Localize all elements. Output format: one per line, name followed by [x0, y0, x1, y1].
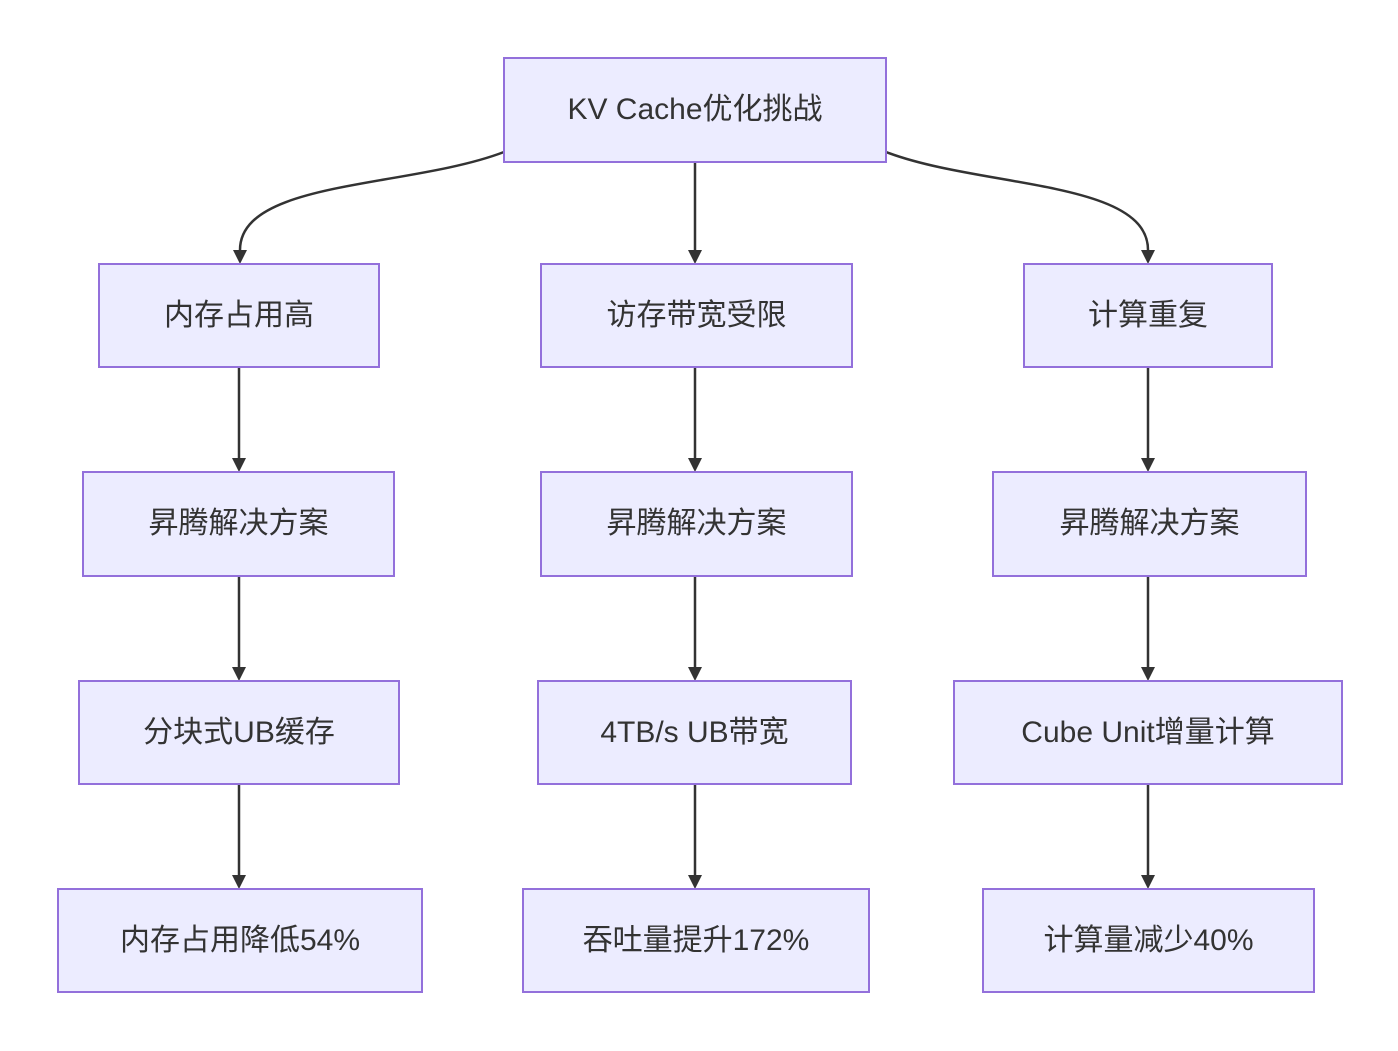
node-tech-memory: 分块式UB缓存 [78, 680, 400, 785]
node-tech-compute-label: Cube Unit增量计算 [1021, 715, 1275, 749]
node-solution-bandwidth: 昇腾解决方案 [540, 471, 853, 577]
node-challenge-memory: 内存占用高 [98, 263, 380, 368]
node-tech-memory-label: 分块式UB缓存 [143, 715, 335, 749]
node-tech-compute: Cube Unit增量计算 [953, 680, 1343, 785]
edge-root-to-challenge-compute [885, 150, 1155, 264]
node-result-compute-label: 计算量减少40% [1043, 923, 1254, 957]
node-tech-bandwidth-label: 4TB/s UB带宽 [600, 715, 789, 749]
node-challenge-memory-label: 内存占用高 [164, 298, 314, 332]
node-challenge-bandwidth: 访存带宽受限 [540, 263, 853, 368]
node-solution-bandwidth-label: 昇腾解决方案 [606, 507, 787, 541]
node-root-label: KV Cache优化挑战 [567, 93, 823, 127]
node-challenge-compute: 计算重复 [1023, 263, 1273, 368]
node-challenge-compute-label: 计算重复 [1088, 298, 1208, 332]
node-root: KV Cache优化挑战 [503, 57, 887, 163]
edge-root-to-challenge-memory [233, 150, 505, 264]
node-result-bandwidth-label: 吞吐量提升172% [582, 923, 810, 957]
node-tech-bandwidth: 4TB/s UB带宽 [537, 680, 852, 785]
node-result-memory: 内存占用降低54% [57, 888, 423, 993]
node-solution-memory: 昇腾解决方案 [82, 471, 395, 577]
node-solution-memory-label: 昇腾解决方案 [148, 507, 329, 541]
node-solution-compute: 昇腾解决方案 [992, 471, 1307, 577]
node-result-memory-label: 内存占用降低54% [119, 923, 361, 957]
node-challenge-bandwidth-label: 访存带宽受限 [606, 298, 787, 332]
node-result-bandwidth: 吞吐量提升172% [522, 888, 870, 993]
node-solution-compute-label: 昇腾解决方案 [1059, 507, 1240, 541]
node-result-compute: 计算量减少40% [982, 888, 1315, 993]
